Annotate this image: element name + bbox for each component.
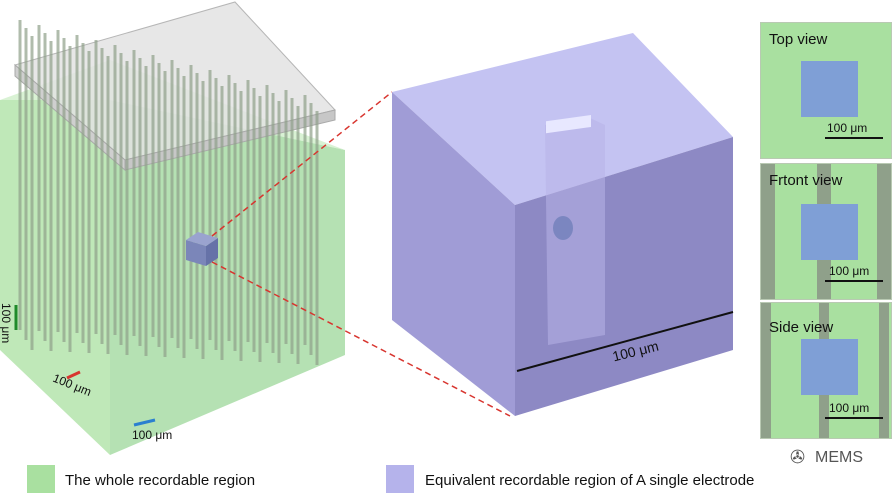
front-electrode-right: [877, 164, 891, 299]
front-view-label: Frtont view: [769, 172, 843, 189]
side-electrode-left: [761, 303, 771, 438]
wechat-icon: ✇: [790, 447, 806, 467]
legend-swatch-purple: [386, 465, 414, 493]
scale-bar-blue: [133, 418, 156, 427]
side-view-region: [801, 339, 858, 395]
scale-label-vertical: 100 μm: [0, 303, 13, 344]
small-cube-top: [186, 232, 218, 246]
front-view-region: [801, 204, 858, 260]
electrode-shanks: [18, 20, 319, 365]
connector-bottom: [211, 261, 511, 417]
front-view-scale-bar: [825, 280, 883, 282]
small-cube-front: [186, 240, 206, 266]
cube-scale-bar: [516, 311, 734, 372]
scale-bar-red: [66, 370, 81, 380]
green-box-front: [0, 100, 110, 455]
top-view-label: Top view: [769, 31, 828, 48]
top-view-scale-label: 100 μm: [827, 121, 868, 135]
top-view-scale-bar: [825, 137, 883, 139]
legend-swatch-green: [27, 465, 55, 493]
side-view-scale-bar: [825, 417, 883, 419]
recording-site: [553, 216, 573, 240]
legend-label-green: The whole recordable region: [65, 472, 256, 489]
top-view-panel: Top view 100 μm: [760, 22, 892, 159]
front-view-scale-label: 100 μm: [829, 264, 870, 278]
scale-label-blue: 100 μm: [132, 428, 173, 442]
front-view-panel: Frtont view 100 μm: [760, 163, 892, 300]
front-electrode-left: [761, 164, 775, 299]
small-cube-side: [206, 238, 218, 266]
side-electrode-right: [879, 303, 889, 438]
connector-top: [211, 91, 393, 237]
side-view-scale-label: 100 μm: [829, 401, 870, 415]
watermark-text: MEMS: [815, 449, 863, 466]
cube-top-opening: [546, 114, 591, 134]
top-view-region: [801, 61, 858, 117]
cube-front-face: [392, 92, 515, 416]
side-view-panel: Side view 100 μm: [760, 302, 892, 439]
cube-electrode: [545, 118, 605, 345]
legend-label-purple: Equivalent recordable region of A single…: [425, 472, 755, 489]
side-view-label: Side view: [769, 319, 834, 336]
